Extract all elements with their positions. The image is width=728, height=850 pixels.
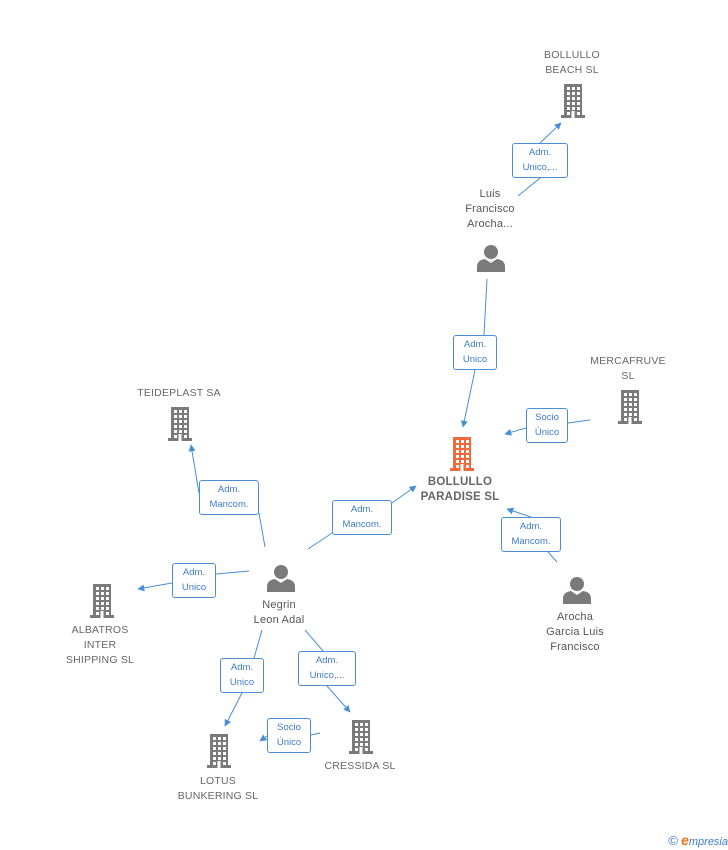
edge-label-luis-to-beach[interactable]: Adm.Unico,... (512, 143, 568, 178)
building-icon-albatros[interactable] (90, 584, 114, 618)
person-icon-luis-francisco[interactable] (477, 245, 505, 272)
edge-label-negrin-to-lotus[interactable]: Adm.Unico (220, 658, 264, 693)
building-icon-teideplast[interactable] (168, 407, 192, 441)
empresia-logo-text: mpresia (688, 836, 728, 848)
copyright-icon: © (668, 833, 679, 848)
node-label-cressida[interactable]: CRESSIDA SL (324, 760, 396, 772)
edge-label-negrin-to-paradise[interactable]: Adm.Mancom. (332, 500, 392, 535)
edge-label-negrin-to-albatros[interactable]: Adm.Unico (172, 563, 216, 598)
edge-label-luis-to-paradise[interactable]: Adm.Unico (453, 335, 497, 370)
person-icon-arocha-garcia[interactable] (563, 577, 591, 604)
person-icon-negrin[interactable] (267, 565, 295, 592)
building-icon-bollullo-beach[interactable] (561, 84, 585, 118)
node-label-teideplast[interactable]: TEIDEPLAST SA (137, 387, 221, 399)
building-icon-mercafruve[interactable] (618, 390, 642, 424)
edge-label-arocha-to-paradise[interactable]: Adm.Mancom. (501, 517, 561, 552)
edge-label-negrin-to-teideplast[interactable]: Adm.Mancom. (199, 480, 259, 515)
building-icon-cressida[interactable] (349, 720, 373, 754)
building-icon-bollullo-paradise[interactable] (450, 437, 474, 471)
node-icons (90, 84, 642, 768)
footer-brand[interactable]: © empresia (668, 832, 728, 848)
empresia-logo-e: e (681, 832, 689, 848)
edge-label-negrin-to-cressida[interactable]: Adm.Unico,... (298, 651, 356, 686)
building-icon-lotus[interactable] (207, 734, 231, 768)
